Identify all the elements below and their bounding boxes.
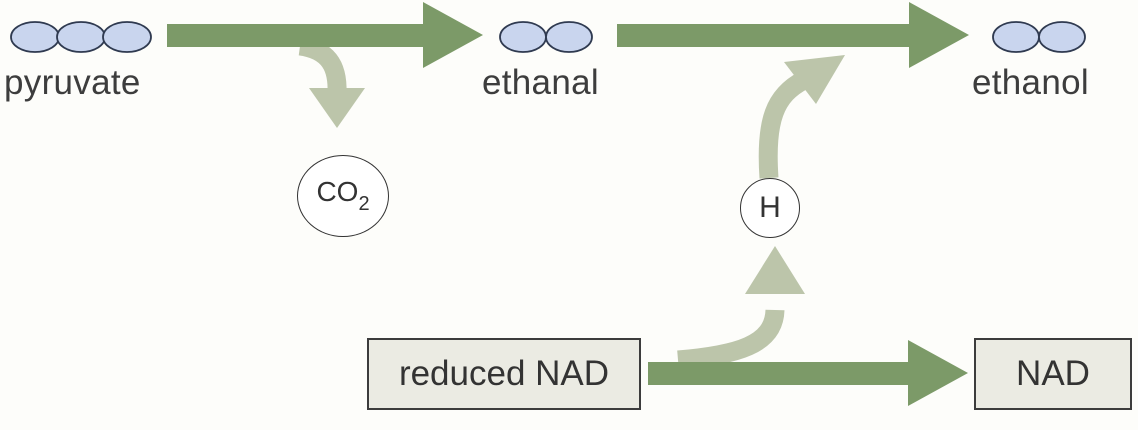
- hydrogen-label: H: [759, 191, 781, 224]
- main-arrowhead-pyruvate-ethanal: [423, 2, 483, 68]
- main-arrow-ethanal-ethanol: [617, 24, 919, 47]
- hydrogen-circle: H: [740, 178, 800, 238]
- ethanal-molecule-icon: [499, 21, 593, 53]
- h-release-arrowhead: [745, 246, 805, 294]
- h-transfer-arrowhead: [784, 55, 845, 104]
- main-arrowhead-ethanal-ethanol: [909, 2, 969, 68]
- nad-box: NAD: [974, 338, 1132, 410]
- co2-circle: CO2: [297, 155, 389, 237]
- co2-release-arrowhead: [309, 88, 365, 128]
- ethanol-label: ethanol: [972, 63, 1089, 102]
- pyruvate-molecule-icon: [10, 21, 152, 53]
- nad-label: NAD: [1016, 354, 1090, 393]
- reduced-nad-box: reduced NAD: [367, 338, 641, 410]
- main-arrow-pyruvate-ethanal: [167, 24, 433, 47]
- co2-formula: CO2: [316, 176, 370, 215]
- pyruvate-label: pyruvate: [4, 63, 141, 102]
- h-release-arrow: [677, 308, 785, 370]
- ethanal-label: ethanal: [482, 63, 599, 102]
- main-arrow-reduced-nad-nad: [648, 362, 918, 385]
- ethanol-molecule-icon: [992, 21, 1086, 53]
- reduced-nad-label: reduced NAD: [398, 354, 610, 393]
- co2-release-arrow: [298, 36, 347, 94]
- main-arrowhead-reduced-nad-nad: [908, 340, 968, 406]
- h-transfer-arrow: [758, 71, 809, 179]
